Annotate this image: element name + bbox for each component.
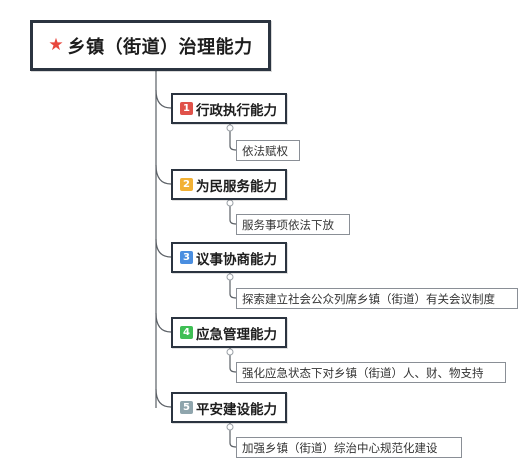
collapse-knob	[226, 273, 234, 281]
branch-node-4[interactable]: 4 应急管理能力	[171, 317, 287, 348]
leaf-label: 强化应急状态下对乡镇（街道）人、财、物支持	[242, 365, 484, 380]
branch-connector-4	[155, 312, 172, 333]
branch-label: 行政执行能力	[196, 102, 277, 119]
root-title: 乡镇（街道）治理能力	[67, 36, 253, 58]
branch-connector-1	[155, 89, 172, 109]
collapse-knob	[226, 348, 234, 356]
collapse-knob	[226, 423, 234, 431]
leaf-connector-3	[229, 273, 237, 299]
leaf-label: 加强乡镇（街道）综治中心规范化建设	[242, 440, 438, 455]
branch-node-1[interactable]: 1 行政执行能力	[171, 93, 287, 124]
leaf-connector-1	[229, 124, 237, 151]
branch-node-3[interactable]: 3 议事协商能力	[171, 242, 287, 273]
priority-3-icon: 3	[180, 251, 193, 264]
leaf-connector-5	[229, 423, 237, 448]
priority-4-icon: 4	[180, 326, 193, 339]
collapse-knob	[226, 199, 234, 207]
leaf-node[interactable]: 依法赋权	[236, 140, 300, 161]
leaf-node[interactable]: 服务事项依法下放	[236, 214, 350, 235]
branch-connector-3	[155, 238, 172, 258]
leaf-connector-2	[229, 200, 237, 225]
branch-label: 议事协商能力	[196, 251, 277, 268]
leaf-label: 依法赋权	[242, 143, 288, 158]
leaf-node[interactable]: 加强乡镇（街道）综治中心规范化建设	[236, 437, 462, 458]
branch-label: 平安建设能力	[196, 401, 277, 418]
priority-5-icon: 5	[180, 401, 193, 414]
collapse-knob	[226, 124, 234, 132]
leaf-node[interactable]: 强化应急状态下对乡镇（街道）人、财、物支持	[236, 362, 506, 383]
branch-label: 为民服务能力	[196, 178, 277, 195]
priority-2-icon: 2	[180, 178, 193, 191]
leaf-connector-4	[229, 348, 237, 373]
priority-1-icon: 1	[180, 102, 193, 115]
leaf-label: 探索建立社会公众列席乡镇（街道）有关会议制度	[242, 291, 495, 306]
leaf-label: 服务事项依法下放	[242, 217, 334, 232]
branch-connector-2	[155, 164, 172, 185]
star-icon: ★	[48, 35, 64, 55]
branch-connector-5	[155, 388, 172, 408]
branch-node-2[interactable]: 2 为民服务能力	[171, 169, 287, 200]
branch-node-5[interactable]: 5 平安建设能力	[171, 392, 287, 423]
root-node[interactable]: ★ 乡镇（街道）治理能力	[30, 20, 271, 71]
branch-label: 应急管理能力	[196, 326, 277, 343]
leaf-node[interactable]: 探索建立社会公众列席乡镇（街道）有关会议制度	[236, 288, 518, 309]
